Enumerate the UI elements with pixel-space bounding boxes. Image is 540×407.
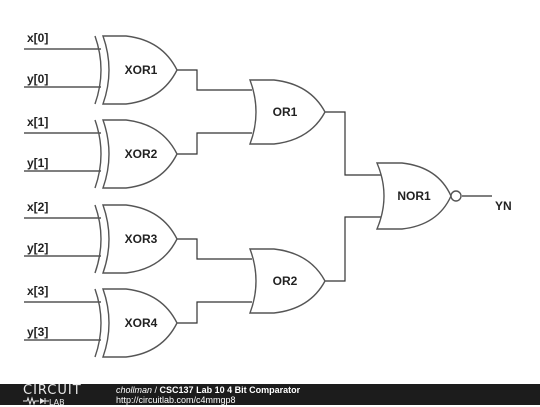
xor-gate-2: XOR2 [94,119,178,189]
nor1-label: NOR1 [397,189,431,203]
input-label-x3: x[3] [27,284,48,298]
or2-label: OR2 [273,274,298,288]
footer-title-line: chollman / CSC137 Lab 10 4 Bit Comparato… [116,385,300,395]
schematic: XOR1 XOR2 XOR3 XOR4 OR1 OR2 NOR1 x[0] y[… [24,31,512,358]
input-label-x0: x[0] [27,31,48,45]
author-link[interactable]: chollman [116,385,153,395]
circuitlab-logo: CIRCUIT LAB [23,383,82,407]
output-label: YN [495,199,512,213]
circuit-url[interactable]: http://circuitlab.com/c4mmgp8 [116,395,236,405]
schematic-canvas: XOR1 XOR2 XOR3 XOR4 OR1 OR2 NOR1 x[0] y[… [24,31,512,358]
input-label-y0: y[0] [27,72,48,86]
input-labels: x[0] y[0] x[1] y[1] x[2] y[2] x[3] y[3] [27,31,48,339]
input-wires [24,48,101,341]
xor3-label: XOR3 [125,232,158,246]
circuit-symbol-icon [23,396,49,405]
nor-inversion-bubble [450,190,462,202]
input-label-y1: y[1] [27,156,48,170]
or-gate-1: OR1 [248,79,326,145]
xor-gate-4: XOR4 [94,288,178,358]
or-to-nor-wires [325,111,383,282]
input-label-y2: y[2] [27,241,48,255]
input-label-x2: x[2] [27,200,48,214]
or-gate-2: OR2 [248,248,326,314]
xor1-label: XOR1 [125,63,158,77]
footer-separator: / [152,385,160,395]
input-label-y3: y[3] [27,325,48,339]
xor-to-or-wires [177,69,252,324]
xor4-label: XOR4 [125,316,158,330]
input-label-x1: x[1] [27,115,48,129]
footer-bar: CIRCUIT LAB chollman / CSC137 Lab 10 4 B… [0,383,540,407]
logo-lab-text: LAB [49,398,65,407]
circuit-title: CSC137 Lab 10 4 Bit Comparator [159,385,301,395]
xor-gate-1: XOR1 [94,35,178,105]
or1-label: OR1 [273,105,298,119]
nor-gate-1: NOR1 [375,162,462,230]
xor2-label: XOR2 [125,147,158,161]
xor-gate-3: XOR3 [94,204,178,274]
